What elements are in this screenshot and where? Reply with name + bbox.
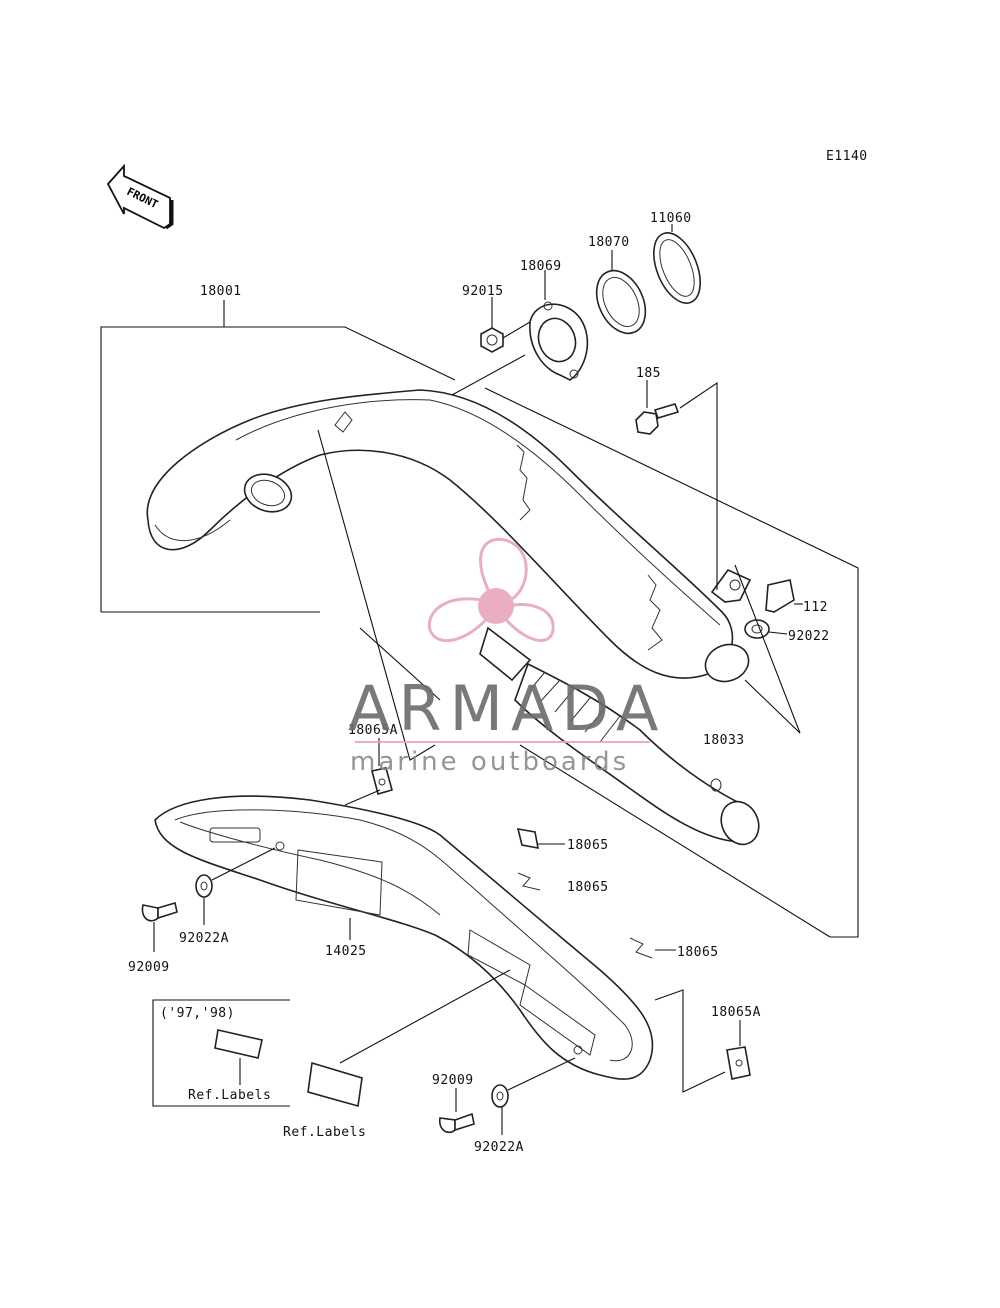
ref-label-decal — [307, 969, 511, 1108]
part-label-112: 112 — [803, 600, 828, 615]
screw-92009-left — [141, 901, 178, 952]
part-label-92015: 92015 — [462, 284, 504, 299]
flange-18069 — [451, 270, 589, 396]
part-label-18069: 18069 — [520, 259, 562, 274]
inset-ref-labels: Ref.Labels — [188, 1088, 271, 1103]
screw-92009-bottom — [438, 1088, 475, 1134]
propeller-logo-icon — [427, 537, 555, 643]
part-label-18065a-bottom: 18065A — [711, 1005, 761, 1020]
watermark: ARMADA marine outboards — [348, 537, 666, 777]
washer-92022a-bottom — [491, 1057, 576, 1135]
clip-18065-b — [517, 872, 541, 891]
part-label-18001: 18001 — [200, 284, 242, 299]
heat-guard-14025 — [154, 795, 654, 1080]
part-label-18065-b: 18065 — [567, 880, 609, 895]
washer-92022 — [744, 619, 788, 639]
part-label-18033: 18033 — [703, 733, 745, 748]
part-label-18065-a: 18065 — [567, 838, 609, 853]
diagram-code: E1140 — [826, 149, 868, 164]
part-label-92009-bottom: 92009 — [432, 1073, 474, 1088]
front-arrow-icon: FRONT — [106, 163, 174, 230]
nut-92015 — [480, 297, 531, 353]
exhaust-pipe — [146, 389, 752, 683]
clip-18065-a — [516, 827, 565, 850]
inset-box-97-98: ('97,'98) Ref.Labels — [152, 999, 290, 1107]
part-label-92022: 92022 — [788, 629, 830, 644]
part-label-18065a-top: 18065A — [348, 723, 398, 738]
bolt-185 — [635, 380, 718, 590]
part-label-18070: 18070 — [588, 235, 630, 250]
part-label-185: 185 — [636, 366, 661, 381]
clip-18065a-top — [317, 429, 436, 806]
part-label-14025: 14025 — [325, 944, 367, 959]
part-label-11060: 11060 — [650, 211, 692, 226]
part-label-92009-left: 92009 — [128, 960, 170, 975]
assembly-bracket-18001 — [100, 300, 859, 938]
washer-92022a-left — [195, 847, 276, 925]
guard-vent-slots — [209, 827, 596, 1056]
inset-years: ('97,'98) — [160, 1006, 235, 1021]
ring-18070 — [595, 250, 647, 335]
part-label-92022a-left: 92022A — [179, 931, 229, 946]
part-label-18065-c: 18065 — [677, 945, 719, 960]
clip-18065a-bottom — [654, 989, 751, 1093]
bolt-112 — [765, 579, 803, 613]
clip-18065-c — [629, 937, 676, 959]
watermark-tagline: marine outboards — [350, 747, 629, 777]
gasket-11060 — [653, 224, 701, 304]
ref-labels-bottom: Ref.Labels — [283, 1125, 366, 1140]
part-label-92022a-bottom: 92022A — [474, 1140, 524, 1155]
muffler-18033 — [479, 626, 760, 846]
watermark-brand: ARMADA — [348, 672, 666, 745]
